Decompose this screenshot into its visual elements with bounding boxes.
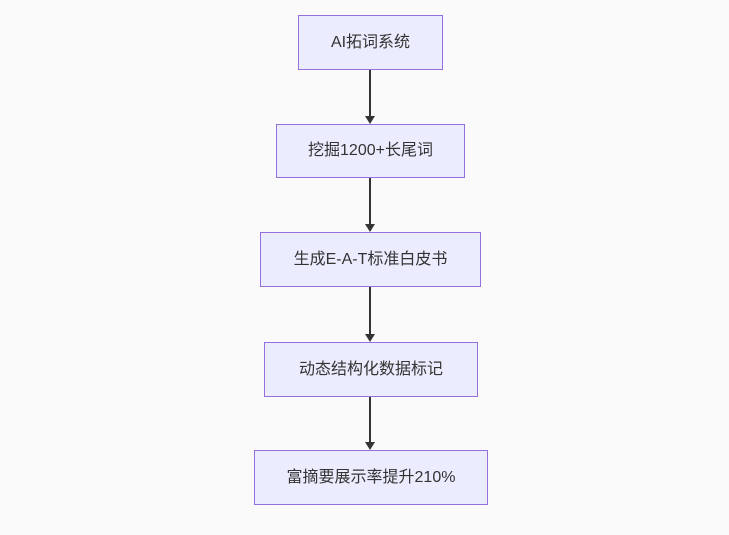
node-label: 挖掘1200+长尾词 <box>308 142 433 159</box>
node-label: AI拓词系统 <box>330 33 411 51</box>
node-label: 动态结构化数据标记 <box>298 360 443 378</box>
edge-line <box>369 397 371 443</box>
edge-line <box>369 70 371 117</box>
arrowhead-down-icon <box>365 442 375 450</box>
arrowhead-down-icon <box>365 224 375 232</box>
node-label: 富摘要展示率提升210% <box>286 468 456 486</box>
flowchart-node-ai-keyword-system: AI拓词系统 <box>298 15 443 70</box>
flowchart-node-structured-data-markup: 动态结构化数据标记 <box>264 342 478 397</box>
flowchart-node-eat-whitepaper: 生成E-A-T标准白皮书 <box>260 232 481 287</box>
node-label: 生成E-A-T标准白皮书 <box>293 250 448 268</box>
arrowhead-down-icon <box>365 334 375 342</box>
flowchart-node-longtail-mining: 挖掘1200+长尾词 <box>276 124 465 178</box>
flowchart-node-rich-snippet-rate: 富摘要展示率提升210% <box>254 450 488 505</box>
edge-line <box>369 287 371 335</box>
arrowhead-down-icon <box>365 116 375 124</box>
edge-line <box>369 178 371 225</box>
